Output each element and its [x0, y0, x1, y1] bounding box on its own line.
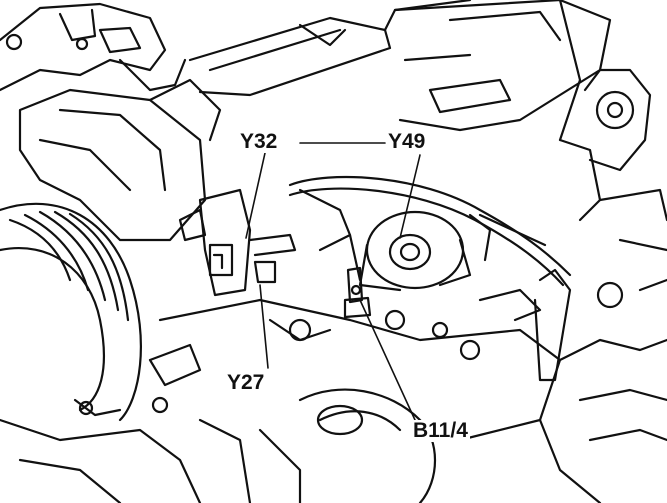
temperature-sensor [343, 266, 372, 319]
leader-y49 [399, 154, 421, 239]
cylinder-head-cover [393, 0, 612, 142]
leader-y32 [245, 152, 266, 239]
valve-block [178, 188, 297, 297]
leader-lines [245, 142, 421, 421]
intake-hose [0, 202, 143, 422]
lower-engine [158, 268, 572, 442]
leader-b11-4 [359, 299, 416, 421]
label-b11-4: B11/4 [411, 419, 470, 442]
upper-pipe [188, 0, 472, 97]
bottom-left-parts [0, 343, 202, 503]
vacuum-lines [288, 175, 572, 287]
right-lower-parts [538, 281, 667, 503]
label-y32: Y32 [238, 130, 280, 153]
label-y27: Y27 [225, 371, 267, 394]
leader-y27 [259, 284, 269, 369]
right-connector [558, 68, 667, 292]
lower-hose [198, 388, 437, 503]
air-duct [18, 78, 222, 242]
label-y49: Y49 [386, 130, 428, 153]
round-valve-body [358, 210, 472, 292]
top-left-bracket [0, 2, 187, 92]
